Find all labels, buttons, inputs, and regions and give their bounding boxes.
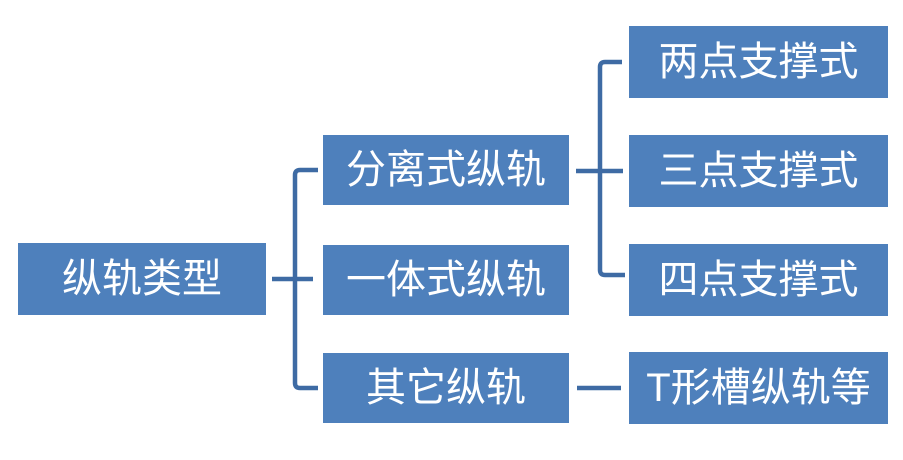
node-three-point-support: 三点支撑式 <box>629 135 888 207</box>
node-rail-type: 纵轨类型 <box>18 243 266 315</box>
node-separated-rail: 分离式纵轨 <box>323 135 569 205</box>
node-integrated-rail: 一体式纵轨 <box>323 245 569 315</box>
node-two-point-support: 两点支撑式 <box>629 26 888 98</box>
node-four-point-support: 四点支撑式 <box>629 244 888 316</box>
connector-level2-bracket <box>292 167 318 391</box>
node-t-slot-rail: T形槽纵轨等 <box>629 352 888 424</box>
connector-level3-bracket <box>597 59 625 278</box>
node-other-rail: 其它纵轨 <box>323 353 569 423</box>
